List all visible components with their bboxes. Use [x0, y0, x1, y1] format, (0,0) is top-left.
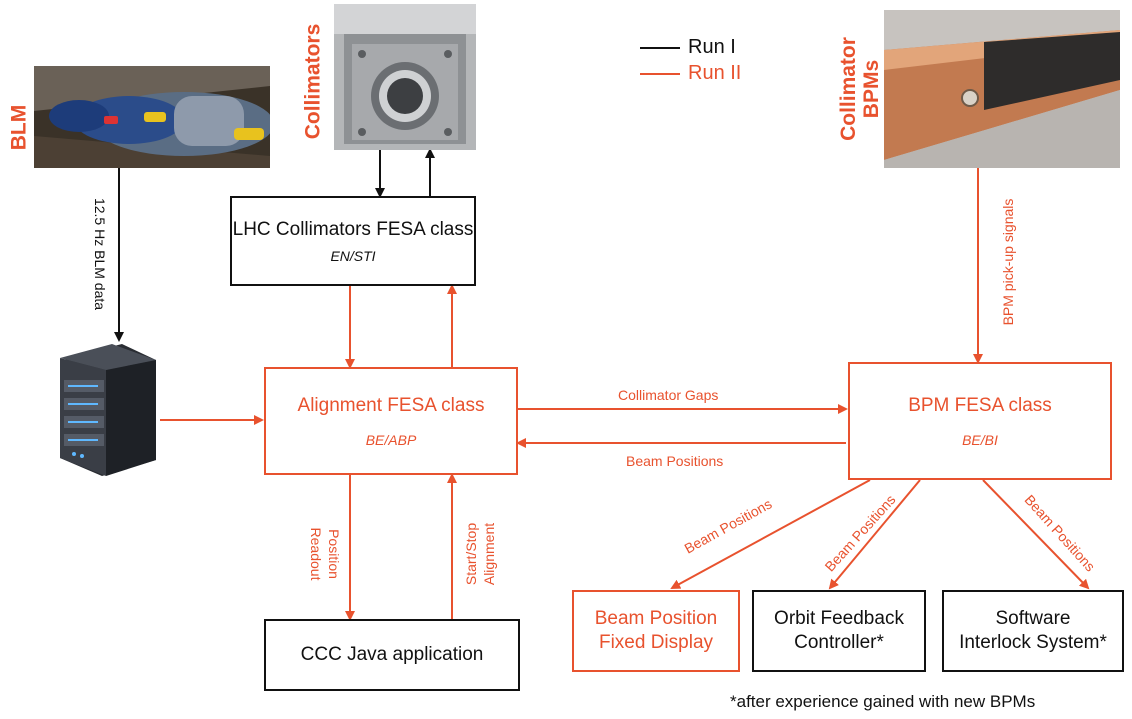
interlock-line1: Software: [995, 608, 1071, 629]
fixed-display-box: Beam Position Fixed Display: [572, 590, 740, 672]
ccc-box: CCC Java application: [264, 619, 520, 691]
collimator-bpms-label-line2: BPMs: [860, 59, 883, 119]
interlock-box: Software Interlock System*: [942, 590, 1124, 672]
position-readout-label: Position Readout: [307, 509, 343, 599]
lhc-collimators-box: LHC Collimators FESA class EN/STI: [230, 196, 476, 286]
orbit-feedback-line1: Orbit Feedback: [774, 608, 904, 629]
interlock-line2: Interlock System*: [959, 632, 1107, 653]
lhc-collimators-sub: EN/STI: [330, 248, 376, 264]
blm-data-label: 12.5 Hz BLM data: [92, 197, 108, 311]
collimator-bpms-photo: [884, 10, 1120, 168]
blm-photo: [34, 66, 270, 168]
fixed-display-line1: Beam Position: [594, 608, 718, 629]
bpm-title: BPM FESA class: [908, 395, 1052, 416]
start-stop-line2: Alignment: [481, 522, 497, 586]
beam-positions-main-label: Beam Positions: [626, 453, 724, 469]
start-stop-label: Start/Stop Alignment: [462, 504, 498, 604]
orbit-feedback-box: Orbit Feedback Controller*: [752, 590, 926, 672]
bpm-sub: BE/BI: [962, 432, 998, 448]
orbit-feedback-line2: Controller*: [794, 632, 884, 653]
bpm-to-display-arrow: [670, 479, 871, 589]
legend-run1: Run I: [688, 36, 736, 58]
server-icon: [52, 340, 160, 478]
start-stop-line1: Start/Stop: [463, 522, 479, 586]
collimator-gaps-label: Collimator Gaps: [618, 387, 719, 403]
ccc-title: CCC Java application: [300, 644, 484, 665]
legend-run2: Run II: [688, 62, 742, 84]
fixed-display-line2: Fixed Display: [598, 632, 714, 653]
footnote: *after experience gained with new BPMs: [730, 692, 1036, 711]
collimator-bpms-label-line1: Collimator: [837, 37, 860, 141]
bpm-to-interlock-arrow: [982, 479, 1090, 590]
bpm-box: BPM FESA class BE/BI: [848, 362, 1112, 480]
position-readout-line2: Readout: [308, 527, 324, 581]
lhc-collimators-title: LHC Collimators FESA class: [232, 219, 474, 240]
bpm-pickup-label: BPM pick-up signals: [1000, 198, 1016, 326]
alignment-title: Alignment FESA class: [297, 395, 485, 416]
collimator-bpms-label: Collimator BPMs: [837, 29, 883, 149]
collimators-label: Collimators: [301, 23, 325, 140]
blm-label: BLM: [7, 104, 31, 151]
collimators-photo: [334, 4, 476, 150]
alignment-sub: BE/ABP: [365, 432, 417, 448]
alignment-box: Alignment FESA class BE/ABP: [264, 367, 518, 475]
position-readout-line1: Position: [326, 529, 342, 579]
bpm-to-orbit-arrow: [828, 479, 921, 590]
